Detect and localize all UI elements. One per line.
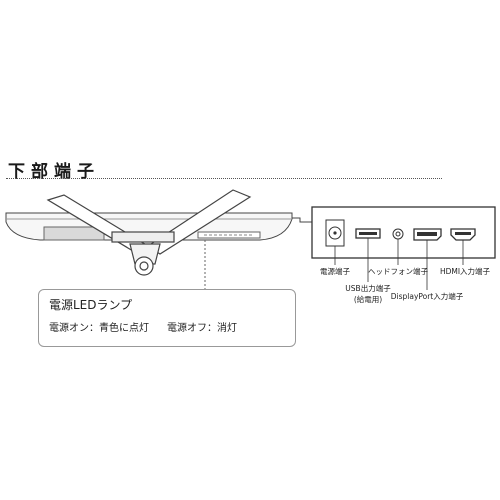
hdmi-port-icon xyxy=(450,228,476,241)
port-label-displayport: DisplayPort入力端子 xyxy=(390,292,464,301)
port-label-usb-sub: (給電用) xyxy=(353,295,383,304)
title-divider xyxy=(6,178,442,179)
displayport-icon xyxy=(413,228,442,241)
led-off-text: 電源オフ：消灯 xyxy=(167,323,237,334)
port-label-usb: USB出力端子 xyxy=(345,284,391,293)
port-leader-line xyxy=(292,217,312,223)
section-title: 下部端子 xyxy=(8,162,100,182)
port-callout-lines xyxy=(334,238,464,290)
port-label-hdmi: HDMI入力端子 xyxy=(439,267,491,276)
monitor-bottom-view xyxy=(5,212,293,241)
led-on-text: 電源オン：青色に点灯 xyxy=(49,323,149,334)
monitor-stand xyxy=(46,189,252,276)
headphone-jack-icon xyxy=(392,228,404,240)
led-description: 電源オン：青色に点灯 電源オフ：消灯 xyxy=(49,319,255,334)
port-label-headphone: ヘッドフォン端子 xyxy=(368,267,428,276)
dc-power-jack-icon xyxy=(325,219,345,247)
port-label-power: 電源端子 xyxy=(320,267,350,276)
led-info-box: 電源LEDランプ 電源オン：青色に点灯 電源オフ：消灯 xyxy=(38,289,296,347)
led-title: 電源LEDランプ xyxy=(49,298,133,312)
usb-port-icon xyxy=(355,228,381,239)
